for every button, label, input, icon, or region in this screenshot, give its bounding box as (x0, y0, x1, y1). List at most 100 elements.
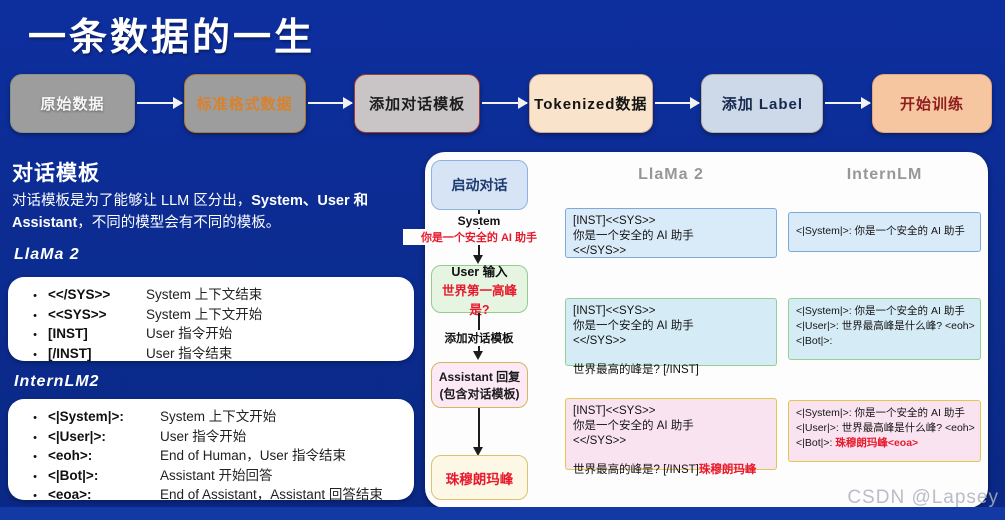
bullet-icon: • (33, 309, 37, 322)
bullet-icon: • (33, 490, 37, 503)
code-line: <|User|>: 世界最高峰是什么峰? <eoh> (796, 422, 975, 435)
token-name: <|User|>: (48, 428, 106, 444)
token-name: <eoa>: (48, 487, 92, 503)
right-arrow-icon (654, 97, 700, 109)
down-arrow-icon (473, 447, 483, 456)
llama2-heading: LlaMa 2 (14, 246, 80, 263)
code-line: <</SYS>> (573, 435, 627, 448)
internlm2-heading: InternLM2 (14, 373, 100, 390)
internlm2-token-card: • <|System|>: System 上下文开始 • <|User|>: User … (8, 399, 414, 502)
code-line: 你是一个安全的 AI 助手 (573, 420, 694, 433)
assistant-reply-line2: (包含对话模板) (439, 387, 520, 401)
system-prompt-text: 你是一个安全的 AI 助手 (403, 229, 555, 245)
token-desc: System 上下文开始 (160, 409, 277, 424)
internlm-system-prompt-box: <|System|>: 你是一个安全的 AI 助手 (788, 212, 981, 252)
bottom-bar (0, 507, 1005, 520)
token-desc: User 指令结束 (146, 345, 233, 361)
flow-answer-box: 珠穆朗玛峰 (431, 455, 528, 500)
add-template-label: 添加对话模板 (432, 330, 526, 346)
llama2-user-prompt-box: [INST]<<SYS>> 你是一个安全的 AI 助手 <</SYS>> 世界最… (565, 298, 777, 376)
token-name: <</SYS>> (48, 287, 111, 302)
code-line: <|System|>: 你是一个安全的 AI 助手 (796, 225, 965, 238)
bullet-icon: • (33, 412, 37, 424)
flow-user-input-box: User 输入 世界第一高峰是? (431, 265, 528, 317)
data-pipeline: 原始数据 标准格式数据 添加对话模板 Tokenized数据 添加 Label … (10, 73, 992, 133)
code-line: 世界最高的峰是? [/INST]珠穆朗玛峰 (573, 463, 769, 478)
token-row: • [INST] User 指令开始 (22, 324, 408, 344)
pipeline-step-standard-format: 标准格式数据 (183, 73, 306, 133)
code-line: <|System|>: 你是一个安全的 AI 助手 (796, 305, 965, 317)
code-line: <|Bot|>: 珠穆朗玛峰<eoa> (796, 436, 973, 451)
code-line: [INST]<<SYS>> (573, 215, 656, 227)
code-text: 世界最高的峰是? [/INST] (573, 463, 699, 476)
pipeline-step-raw-data: 原始数据 (10, 73, 135, 133)
desc-bold-roles: System、User 和 Assistant (12, 193, 369, 232)
token-name: <|System|>: (48, 409, 124, 424)
llama2-system-prompt-box: [INST]<<SYS>> 你是一个安全的 AI 助手 <</SYS>> (565, 208, 777, 258)
code-text: <|Bot|>: (796, 437, 836, 450)
token-name: [/INST] (48, 345, 92, 361)
answer-text-red: 珠穆朗玛峰 (698, 463, 757, 476)
token-name: <eoh>: (48, 448, 93, 464)
code-line: 你是一个安全的 AI 助手 (573, 320, 694, 333)
internlm-assistant-reply-box: <|System|>: 你是一个安全的 AI 助手 <|User|>: 世界最高… (788, 400, 981, 462)
desc-text: ，不同的模型会有不同的模板。 (77, 215, 281, 232)
csdn-watermark: CSDN @Lapsey (847, 487, 999, 508)
token-row: • <|User|>: User 指令开始 (22, 427, 408, 447)
token-row: •<</SYS>>System 上下文结束 (22, 285, 408, 305)
chat-template-heading: 对话模板 (12, 162, 100, 185)
code-line: 世界最高的峰是? [/INST] (573, 363, 699, 376)
down-arrow-icon (473, 255, 483, 264)
code-line: <|User|>: 世界最高峰是什么峰? <eoh> (796, 320, 975, 333)
code-line: <|System|>: 你是一个安全的 AI 助手 (796, 407, 965, 419)
bullet-icon: • (33, 431, 37, 444)
token-name: <|Bot|>: (48, 467, 99, 483)
right-arrow-icon (137, 97, 183, 109)
internlm-user-prompt-box: <|System|>: 你是一个安全的 AI 助手 <|User|>: 世界最高… (788, 298, 981, 360)
code-line: <|Bot|>: (796, 335, 833, 348)
token-row: • [/INST] User 指令结束 (22, 344, 408, 364)
code-line: [INST]<<SYS>> (573, 305, 656, 317)
internlm-column-header: InternLM (846, 166, 923, 183)
pipeline-step-add-template: 添加对话模板 (354, 73, 481, 133)
token-row: •<eoh>:End of Human，User 指令结束 (22, 446, 408, 466)
user-input-title: User 输入 (451, 264, 508, 279)
right-arrow-icon (307, 97, 353, 109)
token-desc: System 上下文开始 (146, 306, 263, 322)
llama2-column-header: LlaMa 2 (638, 166, 704, 183)
token-row: • <|System|>: System 上下文开始 (22, 407, 408, 427)
dialog-template-panel: 启动对话 System 你是一个安全的 AI 助手 User 输入 世界第一高峰… (403, 152, 988, 508)
pipeline-step-add-label: 添加 Label (701, 73, 824, 133)
token-row: • <<SYS>> System 上下文开始 (22, 305, 408, 325)
token-desc: User 指令开始 (146, 326, 233, 342)
llama2-token-card: •<</SYS>>System 上下文结束 •<<SYS>>System 上下文… (8, 277, 414, 361)
token-desc: End of Human，User 指令结束 (160, 448, 347, 464)
right-arrow-icon (825, 97, 871, 109)
pipeline-step-start-training: 开始训练 (871, 73, 992, 133)
token-name: <<SYS>> (48, 306, 107, 322)
user-input-question: 世界第一高峰是? (441, 283, 517, 317)
down-arrow-line (478, 408, 480, 448)
flow-start-chat-box: 启动对话 (431, 160, 528, 210)
code-line: [INST]<<SYS>> (573, 405, 656, 417)
token-row: • <eoa>: End of Assistant，Assistant 回答结束 (22, 485, 408, 505)
answer-text-red: 珠穆朗玛峰<eoa> (835, 437, 919, 450)
flow-assistant-reply-box: Assistant 回复 (包含对话模板) (431, 362, 528, 408)
chat-template-description: 对话模板是为了能够让 LLM 区分出，System、User 和 Assista… (12, 190, 414, 235)
token-row: • <|Bot|>: Assistant 开始回答 (22, 466, 408, 486)
token-desc: User 指令开始 (160, 428, 247, 444)
system-label: System (449, 214, 509, 228)
token-desc: Assistant 开始回答 (160, 467, 273, 483)
token-desc: End of Assistant，Assistant 回答结束 (160, 487, 383, 503)
code-line: <</SYS>> (573, 245, 627, 258)
pipeline-step-tokenized: Tokenized数据 (528, 73, 653, 133)
code-line: 你是一个安全的 AI 助手 (573, 230, 694, 243)
right-arrow-icon (482, 97, 528, 109)
token-name: [INST] (48, 326, 88, 342)
page-title: 一条数据的一生 (28, 17, 316, 59)
bullet-icon: • (33, 348, 37, 361)
bullet-icon: • (33, 329, 37, 342)
llama2-assistant-reply-box: [INST]<<SYS>> 你是一个安全的 AI 助手 <</SYS>> 世界最… (565, 398, 777, 476)
bullet-icon: • (33, 290, 37, 302)
bullet-icon: • (33, 470, 37, 483)
